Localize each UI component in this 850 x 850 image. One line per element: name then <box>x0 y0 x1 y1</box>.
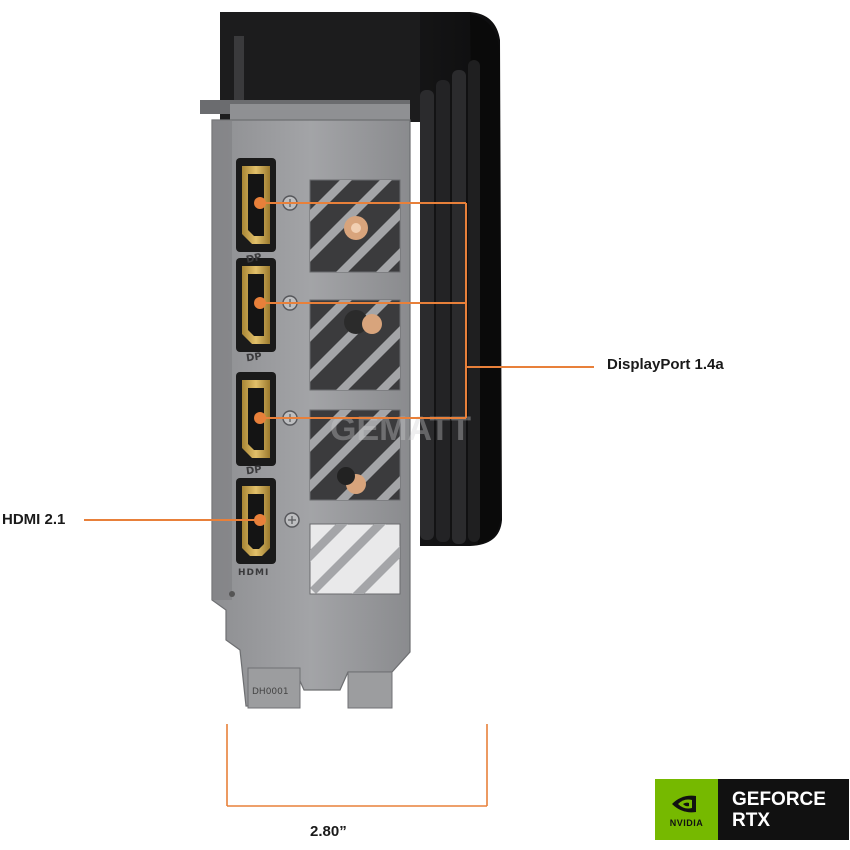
badge-line-rtx: RTX <box>732 809 770 831</box>
nvidia-logo: NVIDIA <box>655 779 718 840</box>
width-dimension-bracket <box>226 724 488 807</box>
displayport-label: DisplayPort 1.4a <box>607 356 724 373</box>
hdmi-label: HDMI 2.1 <box>2 511 66 528</box>
width-dimension-label: 2.80” <box>310 823 347 840</box>
watermark: GEMATT <box>330 410 471 448</box>
nvidia-eye-icon <box>671 795 696 812</box>
badge-text: GEFORCE RTX <box>718 779 849 840</box>
port-label-dp-3: DP <box>245 464 262 477</box>
port-label-hdmi: HDMI <box>238 568 269 578</box>
heatpipes <box>337 216 382 494</box>
badge-line-geforce: GEFORCE <box>732 788 826 810</box>
nvidia-brand-text: NVIDIA <box>669 817 704 828</box>
geforce-rtx-badge: NVIDIA GEFORCE RTX <box>655 779 849 840</box>
bracket-stamp: DH0001 <box>252 687 289 697</box>
displayport-callout-lines <box>260 202 594 419</box>
callout-dots <box>254 197 266 526</box>
port-label-dp-1: DP <box>245 252 263 266</box>
port-label-dp-2: DP <box>246 351 263 364</box>
